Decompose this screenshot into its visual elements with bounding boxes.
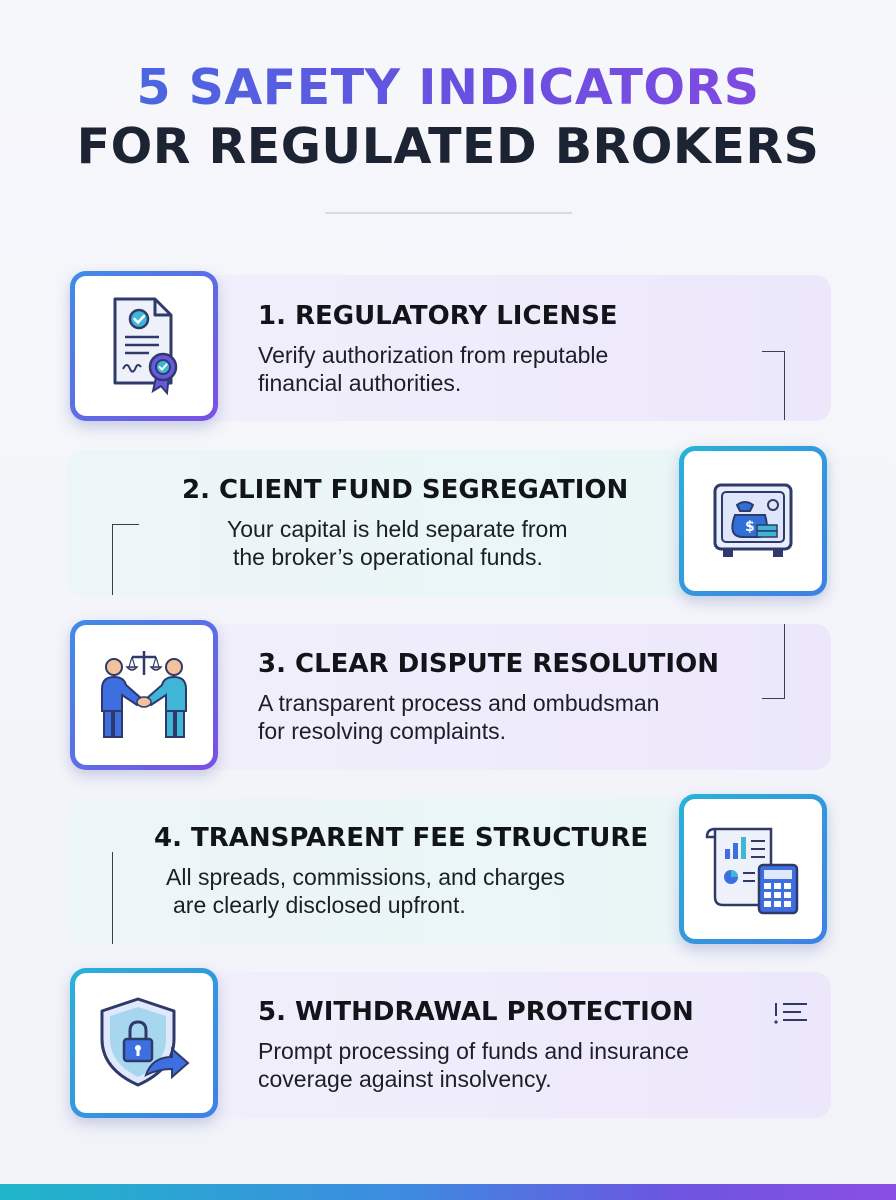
title-divider: [325, 212, 572, 214]
certificate-icon: [113, 297, 178, 396]
safe-icon: $: [713, 483, 793, 557]
indicator-heading-2: 2. CLIENT FUND SEGREGATION: [182, 475, 629, 505]
page-subtitle: FOR REGULATED BROKERS: [76, 118, 820, 175]
indicator-heading-1: 1. REGULATORY LICENSE: [258, 301, 618, 331]
indicator-icon-frame-3: [70, 620, 218, 770]
indicator-icon-frame-2: $: [679, 446, 827, 596]
indicator-icon-frame-1: [70, 271, 218, 421]
indicator-description-3: A transparent process and ombudsman for …: [258, 690, 660, 744]
connector-line: [762, 351, 785, 420]
indicator-heading-3: 3. CLEAR DISPUTE RESOLUTION: [258, 649, 719, 679]
indicator-description-2: Your capital is held separate from the b…: [227, 516, 568, 570]
bottom-gradient-bar: [0, 1184, 896, 1200]
connector-line: [112, 524, 139, 595]
indicator-description-1: Verify authorization from reputable fina…: [258, 342, 609, 396]
indicator-heading-5: 5. WITHDRAWAL PROTECTION: [258, 997, 694, 1027]
indicator-icon-frame-5: [70, 968, 218, 1118]
connector-line: [112, 852, 114, 944]
list-icon: [774, 1003, 807, 1024]
indicator-description-5: Prompt processing of funds and insurance…: [258, 1038, 689, 1092]
connector-line: [762, 624, 785, 699]
svg-text:$: $: [745, 519, 755, 535]
invoice-calculator-icon: [705, 827, 799, 915]
indicator-heading-4: 4. TRANSPARENT FEE STRUCTURE: [154, 823, 649, 853]
shield-lock-icon: [100, 997, 190, 1087]
page-title: 5 SAFETY INDICATORS: [0, 63, 896, 112]
handshake-scales-icon: [101, 651, 187, 738]
indicator-icon-frame-4: [679, 794, 827, 944]
indicator-description-4: All spreads, commissions, and charges ar…: [166, 864, 565, 918]
